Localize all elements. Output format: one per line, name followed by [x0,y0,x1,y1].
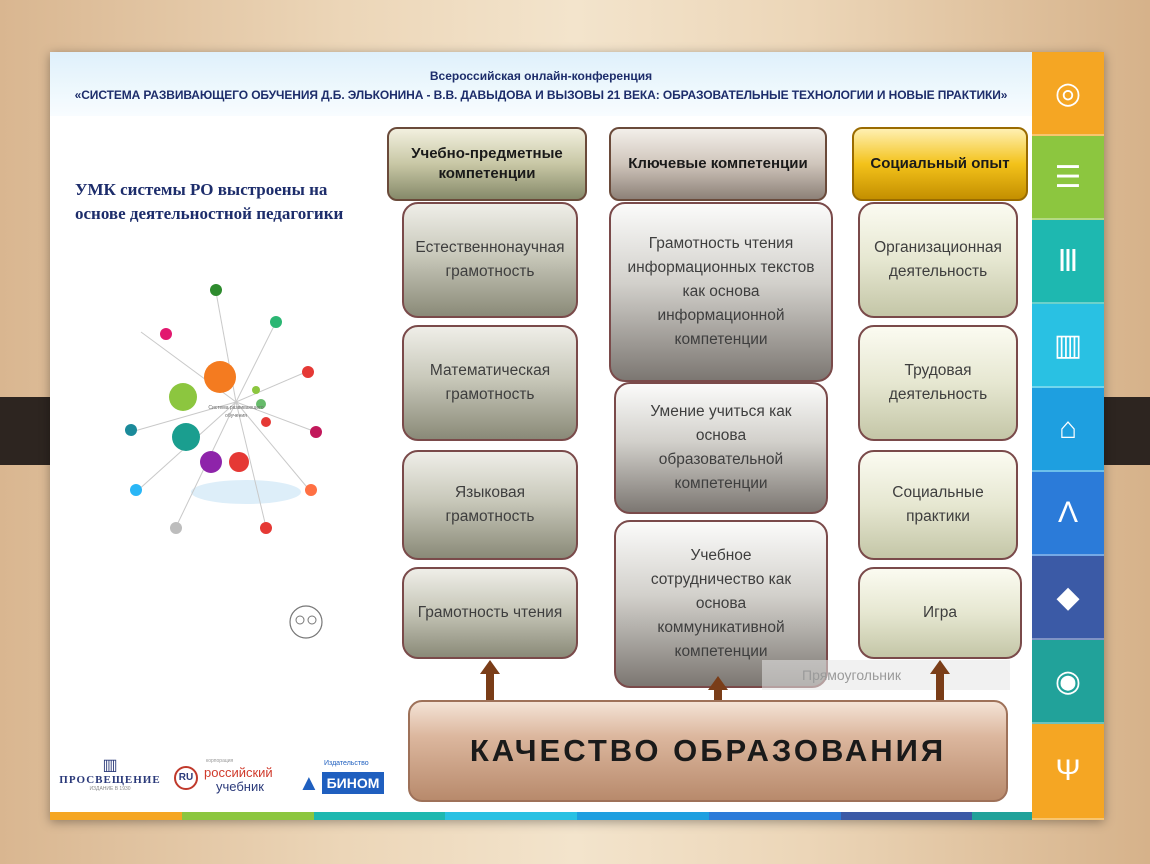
arrow-up-icon [480,660,500,702]
subject-item: Грамотность чтения [402,567,578,659]
arrow-connector [708,676,728,702]
abacus-icon[interactable]: ☰ [1032,136,1104,220]
key-item: Умение учиться как основа образовательно… [614,382,828,514]
russian-textbook-logo: RU корпорация российский учебник [174,758,290,798]
column-icon[interactable]: Ⅲ [1032,220,1104,304]
subject-item: Естественнонаучная грамотность [402,202,578,318]
umk-title: УМК системы РО выстроены на основе деяте… [75,180,344,223]
conference-title: Всероссийская онлайн-конференция [429,69,653,83]
easel-icon[interactable]: ⌂ [1032,388,1104,472]
slide: Всероссийская онлайн-конференция «СИСТЕМ… [50,52,1104,820]
color-strip [50,812,1104,820]
svg-text:обучения: обучения [225,413,247,419]
conference-header: Всероссийская онлайн-конференция «СИСТЕМ… [50,52,1032,116]
graduation-cap-icon[interactable]: ◆ [1032,556,1104,640]
conference-subtitle: «СИСТЕМА РАЗВИВАЮЩЕГО ОБУЧЕНИЯ Д.Б. ЭЛЬК… [74,88,1008,102]
sidebar: ◎ ☰ Ⅲ ▥ ⌂ Λ ◆ ◉ Ψ [1032,52,1104,820]
publisher-logos: ▥ ПРОСВЕЩЕНИЕ ИЗДАНИЕ В 1930 RU корпорац… [50,752,400,812]
social-item: Игра [858,567,1022,659]
umk-diagram: Система развивающего обучения [86,272,386,652]
palette-icon[interactable]: ◉ [1032,640,1104,724]
quality-of-education: КАЧЕСТВО ОБРАЗОВАНИЯ [408,700,1008,802]
runner-icon: ▲ [298,770,320,795]
key-item: Грамотность чтения информационных тексто… [609,202,833,382]
binom-logo: ▲ Издательство БИНОМ [298,758,390,800]
prosveshchenie-logo: ▥ ПРОСВЕЩЕНИЕ ИЗДАНИЕ В 1930 [59,757,161,793]
arrow-up-icon [930,660,950,702]
column-header-social: Социальный опыт [852,127,1028,201]
compass-icon[interactable]: Λ [1032,472,1104,556]
subject-item: Языковая грамотность [402,450,578,560]
social-item: Организационная деятельность [858,202,1018,318]
column-header-key: Ключевые компетенции [609,127,827,201]
subject-item: Математическая грамотность [402,325,578,441]
ru-emblem-icon: RU [174,766,198,790]
social-item: Социальные практики [858,450,1018,560]
lyre-icon[interactable]: Ψ [1032,724,1104,820]
ghost-rectangle-label: Прямоугольник [762,660,1010,690]
column-header-subject: Учебно-предметные компетенции [387,127,587,201]
svg-text:Система развивающего: Система развивающего [208,405,263,411]
bulb-icon[interactable]: ◎ [1032,52,1104,136]
book-icon[interactable]: ▥ [1032,304,1104,388]
social-item: Трудовая деятельность [858,325,1018,441]
